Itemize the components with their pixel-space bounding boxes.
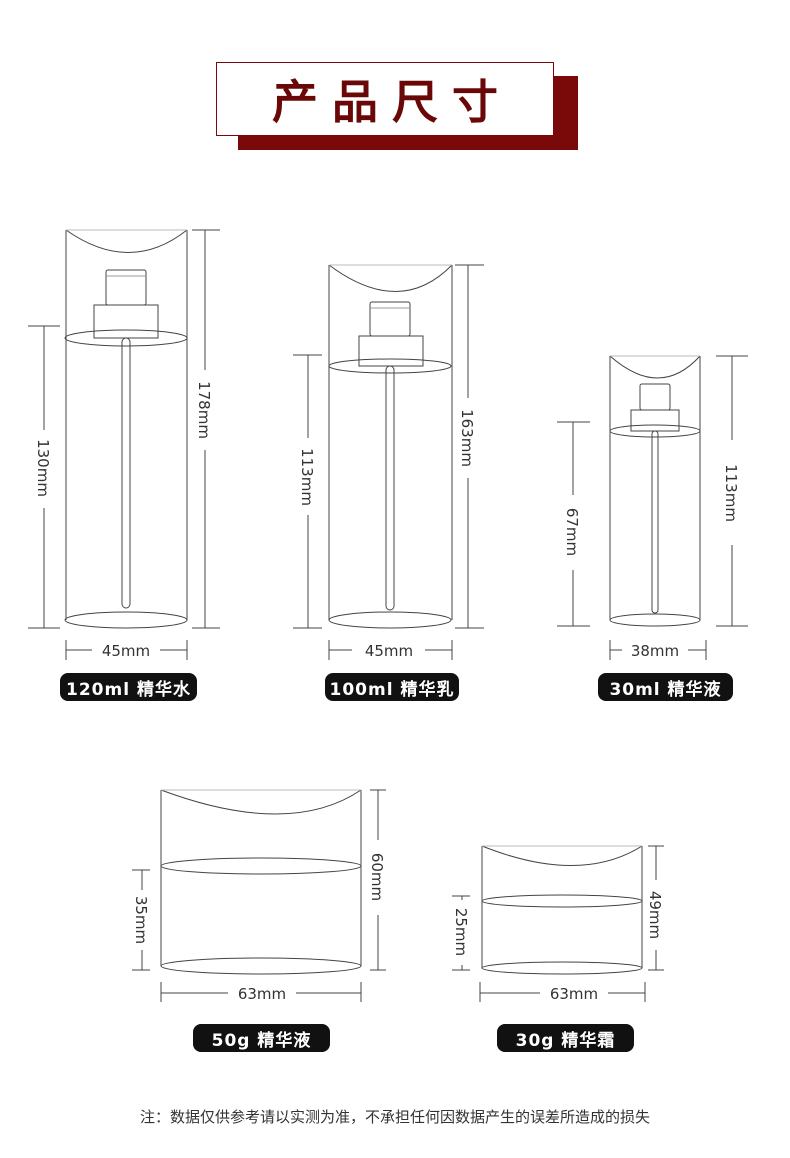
width-label-120ml: 45mm bbox=[102, 642, 150, 660]
page-title: 产品尺寸 bbox=[272, 75, 512, 129]
height-body-label-100ml: 113mm bbox=[298, 448, 316, 506]
height-body-label-50g: 35mm bbox=[132, 896, 150, 944]
height-total-label-100ml: 163mm bbox=[458, 409, 476, 467]
width-label-50g: 63mm bbox=[238, 985, 286, 1003]
product-label-30ml: 30ml 精华液 bbox=[598, 673, 733, 701]
height-total-label-120ml: 178mm bbox=[195, 381, 213, 439]
height-total-label-30g: 49mm bbox=[646, 891, 664, 939]
title-box: 产品尺寸 bbox=[216, 62, 554, 136]
height-body-label-30ml: 67mm bbox=[563, 508, 581, 556]
height-body-label-120ml: 130mm bbox=[34, 439, 52, 497]
jar-30g bbox=[452, 845, 664, 1002]
height-body-label-30g: 25mm bbox=[452, 908, 470, 956]
product-label-30g: 30g 精华霜 bbox=[497, 1024, 634, 1052]
bottle-30ml bbox=[557, 355, 748, 660]
jar-50g bbox=[132, 789, 386, 1002]
height-total-label-50g: 60mm bbox=[368, 853, 386, 901]
product-label-100ml: 100ml 精华乳 bbox=[325, 673, 459, 701]
height-total-label-30ml: 113mm bbox=[722, 464, 740, 522]
disclaimer-note: 注：数据仅供参考请以实测为准，不承担任何因数据产生的误差所造成的损失 bbox=[139, 1108, 650, 1126]
product-label-50g: 50g 精华液 bbox=[193, 1024, 330, 1052]
bottle-100ml bbox=[293, 264, 484, 660]
product-label-120ml: 120ml 精华水 bbox=[60, 673, 197, 701]
width-label-30ml: 38mm bbox=[631, 642, 679, 660]
bottle-120ml bbox=[28, 229, 220, 660]
width-label-30g: 63mm bbox=[550, 985, 598, 1003]
width-label-100ml: 45mm bbox=[365, 642, 413, 660]
